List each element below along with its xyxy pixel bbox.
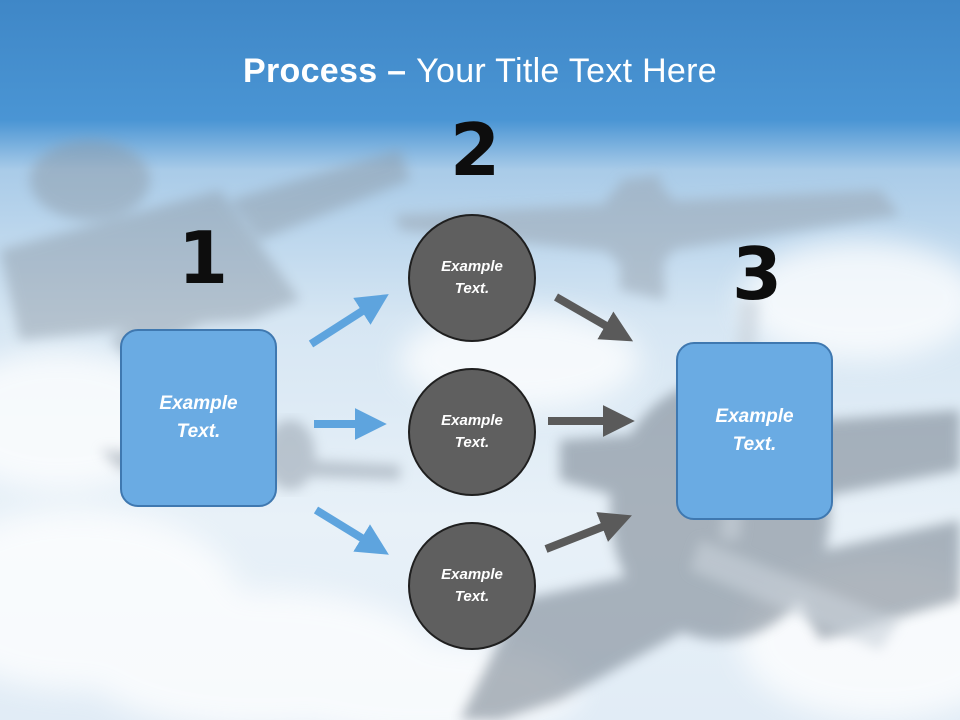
step-number-3: 3 <box>732 232 783 316</box>
step-2-circle-bottom: Example Text. <box>408 522 536 650</box>
step-3-box-text: Example Text. <box>715 405 794 456</box>
step-number-1: 1 <box>178 216 229 300</box>
step-3-box: Example Text. <box>676 342 833 520</box>
step-2-circle-middle: Example Text. <box>408 368 536 496</box>
title-separator: – <box>377 52 417 90</box>
circle-top-text: Example Text. <box>441 257 503 298</box>
title-rest: Your Title Text Here <box>416 52 717 90</box>
arrow-circle-bottom-to-box3 <box>544 512 632 553</box>
title-bold: Process <box>243 52 378 90</box>
arrow-box1-to-circle-bottom <box>313 506 389 555</box>
circle-middle-text: Example Text. <box>441 411 503 452</box>
step-2-circle-top: Example Text. <box>408 214 536 342</box>
slide-title: Process – Your Title Text Here <box>0 52 960 91</box>
step-1-box: Example Text. <box>120 329 277 507</box>
step-number-2: 2 <box>450 108 501 192</box>
step-1-box-text: Example Text. <box>159 392 238 443</box>
circle-bottom-text: Example Text. <box>441 565 503 606</box>
arrow-circle-top-to-box3 <box>554 293 634 342</box>
arrow-box1-to-circle-top <box>308 294 389 348</box>
